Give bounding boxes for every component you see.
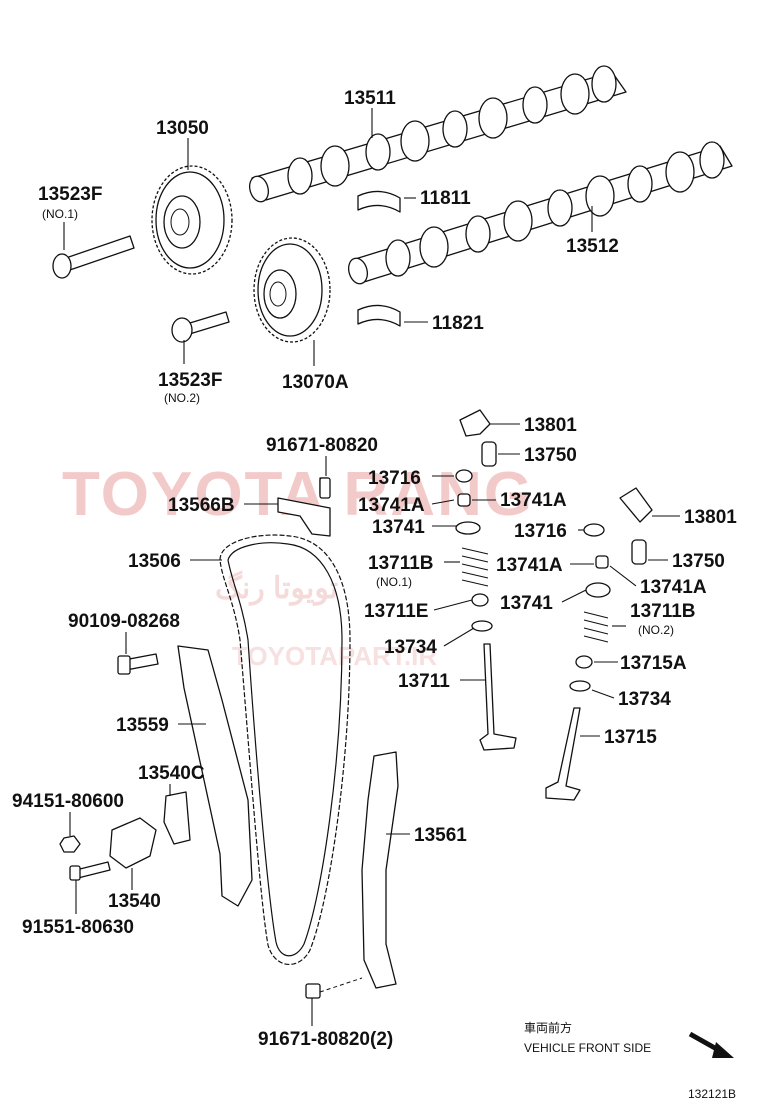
label-13711E[interactable]: 13711E bbox=[364, 601, 428, 622]
washer-13734-a[interactable] bbox=[471, 620, 493, 632]
bearing-11811[interactable] bbox=[357, 190, 401, 213]
label-91671-80820-bottom[interactable]: 91671-80820(2) bbox=[258, 1029, 393, 1050]
cam-timing-sprocket-13070A[interactable] bbox=[253, 237, 331, 343]
label-13050[interactable]: 13050 bbox=[156, 118, 209, 139]
exhaust-valve-13715[interactable] bbox=[545, 707, 581, 801]
valve-seal-13711E[interactable] bbox=[471, 593, 489, 607]
label-13512[interactable]: 13512 bbox=[566, 236, 619, 257]
label-13540C[interactable]: 13540C bbox=[138, 763, 205, 784]
bolt-13523F-no1[interactable] bbox=[52, 235, 135, 279]
watermark-url: TOYOTAPART.IR bbox=[232, 641, 437, 671]
label-13559[interactable]: 13559 bbox=[116, 715, 169, 736]
timing-chain-13506[interactable] bbox=[219, 534, 351, 965]
sublabel-no1: (NO.1) bbox=[42, 207, 78, 221]
label-13511[interactable]: 13511 bbox=[344, 88, 396, 109]
label-13741-b[interactable]: 13741 bbox=[500, 593, 553, 614]
bolt-90109-08268[interactable] bbox=[117, 653, 159, 675]
label-13715[interactable]: 13715 bbox=[604, 727, 657, 748]
sublabel-13711B-no2: (NO.2) bbox=[638, 623, 674, 637]
spring-retainer-13741-b[interactable] bbox=[585, 582, 611, 598]
tensioner-plate-13540C[interactable] bbox=[163, 791, 191, 845]
drawing-code: 132121B bbox=[688, 1087, 736, 1101]
front-side-jp: 車両前方 bbox=[524, 1020, 572, 1035]
front-side-en: VEHICLE FRONT SIDE bbox=[524, 1041, 651, 1055]
label-13741A-c[interactable]: 13741A bbox=[496, 555, 563, 576]
label-13711B-no1[interactable]: 13711B bbox=[368, 553, 434, 574]
label-13750-b[interactable]: 13750 bbox=[672, 551, 725, 572]
label-13741A-d[interactable]: 13741A bbox=[640, 577, 707, 598]
label-13540[interactable]: 13540 bbox=[108, 891, 161, 912]
valve-keeper-13741A-pair-b[interactable] bbox=[595, 555, 609, 569]
camshaft-13511[interactable] bbox=[247, 65, 627, 204]
camshaft-13512[interactable] bbox=[346, 141, 733, 286]
washer-13734-b[interactable] bbox=[569, 680, 591, 692]
label-13801-a[interactable]: 13801 bbox=[524, 415, 577, 436]
bolt-91671-80820-bottom[interactable] bbox=[305, 977, 363, 999]
label-13715A[interactable]: 13715A bbox=[620, 653, 687, 674]
watermark-persian: تویوتا رنگ bbox=[215, 570, 338, 606]
sublabel-13711B-no1: (NO.1) bbox=[376, 575, 412, 589]
label-13801-b[interactable]: 13801 bbox=[684, 507, 737, 528]
chain-tensioner-13540[interactable] bbox=[109, 817, 157, 869]
vehicle-front-indicator: 車両前方 VEHICLE FRONT SIDE bbox=[524, 1020, 734, 1058]
label-13734-a[interactable]: 13734 bbox=[384, 637, 437, 658]
label-13070A[interactable]: 13070A bbox=[282, 372, 349, 393]
lash-adjuster-13750-a[interactable] bbox=[481, 441, 497, 467]
label-13711[interactable]: 13711 bbox=[398, 671, 450, 692]
leader-lines bbox=[63, 108, 680, 1026]
chain-damper-13561[interactable] bbox=[361, 751, 399, 989]
label-13711B-no2[interactable]: 13711B bbox=[630, 601, 696, 622]
rocker-arm-13801-b[interactable] bbox=[619, 487, 653, 523]
spring-retainer-13741-a[interactable] bbox=[455, 521, 481, 535]
label-94151-80600[interactable]: 94151-80600 bbox=[12, 791, 124, 812]
rocker-arm-13801-a[interactable] bbox=[459, 409, 491, 437]
label-13566B[interactable]: 13566B bbox=[168, 495, 235, 516]
arrow-down-right-icon bbox=[688, 1031, 734, 1058]
label-11811[interactable]: 11811 bbox=[420, 188, 471, 209]
bearing-11821[interactable] bbox=[357, 304, 401, 327]
valve-spring-13711B-no1[interactable] bbox=[461, 547, 489, 587]
bolt-13523F-no2[interactable] bbox=[171, 311, 230, 343]
valve-lifter-13716-a[interactable] bbox=[455, 469, 473, 483]
lash-adjuster-13750-b[interactable] bbox=[631, 539, 647, 565]
label-13523F-no2[interactable]: 13523F bbox=[158, 370, 222, 391]
label-13716-b[interactable]: 13716 bbox=[514, 521, 567, 542]
valve-seal-13715A[interactable] bbox=[575, 655, 593, 669]
label-13716-a[interactable]: 13716 bbox=[368, 468, 421, 489]
label-13741A-b[interactable]: 13741A bbox=[500, 490, 567, 511]
sublabel-no2-top: (NO.2) bbox=[164, 391, 200, 405]
bolt-91551-80630[interactable] bbox=[69, 861, 111, 881]
label-13734-b[interactable]: 13734 bbox=[618, 689, 671, 710]
label-91671-80820-top[interactable]: 91671-80820 bbox=[266, 435, 378, 456]
part-labels: 13511 13050 13523F (NO.1) 11811 13512 11… bbox=[12, 88, 737, 1050]
label-13741A-a[interactable]: 13741A bbox=[358, 495, 425, 516]
valve-spring-13711B-no2[interactable] bbox=[583, 611, 609, 643]
chain-slipper-13559[interactable] bbox=[177, 645, 253, 907]
label-13750-a[interactable]: 13750 bbox=[524, 445, 577, 466]
watermark: TOYOTA RANG تویوتا رنگ TOYOTAPART.IR bbox=[62, 460, 534, 671]
bolt-91671-80820-top[interactable] bbox=[319, 477, 331, 499]
valve-keeper-13741A-pair-a[interactable] bbox=[457, 493, 471, 507]
label-13741-a[interactable]: 13741 bbox=[372, 517, 425, 538]
label-13523F-no1[interactable]: 13523F bbox=[38, 184, 102, 205]
cam-timing-sprocket-13050[interactable] bbox=[151, 165, 233, 275]
label-11821[interactable]: 11821 bbox=[432, 313, 484, 334]
label-13506[interactable]: 13506 bbox=[128, 551, 181, 572]
intake-valve-13711[interactable] bbox=[479, 643, 517, 751]
valve-lifter-13716-b[interactable] bbox=[583, 523, 605, 537]
nut-94151-80600[interactable] bbox=[59, 835, 81, 853]
watermark-brand: TOYOTA RANG bbox=[62, 460, 534, 529]
label-91551-80630[interactable]: 91551-80630 bbox=[22, 917, 134, 938]
label-90109-08268[interactable]: 90109-08268 bbox=[68, 611, 180, 632]
label-13561[interactable]: 13561 bbox=[414, 825, 467, 846]
